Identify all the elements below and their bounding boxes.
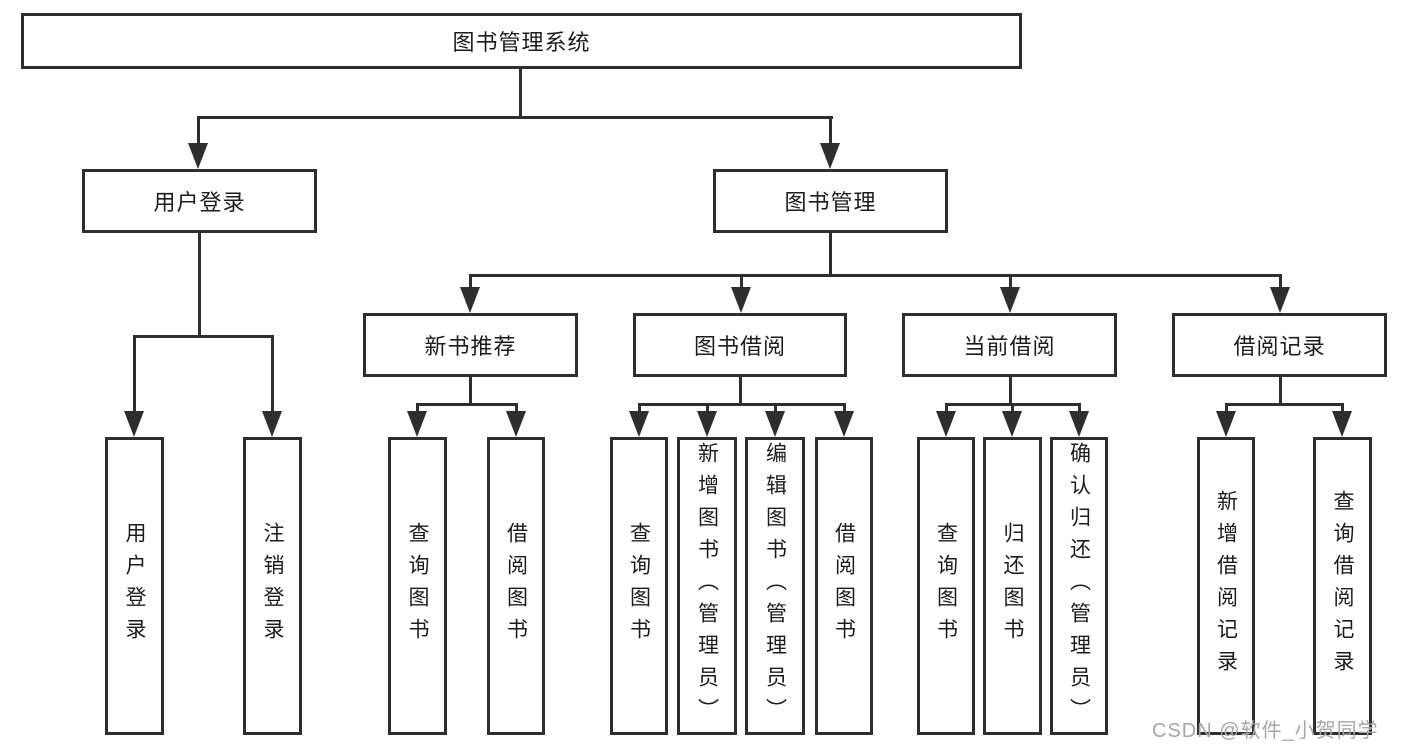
leaf-confirm-return-admin: 确认归还（管理员） [1050,437,1108,735]
arrowhead [820,143,840,169]
arrowhead [834,411,854,437]
node-book-borrowing: 图书借阅 [633,313,847,377]
edge-line [133,335,274,338]
edge-line [1225,403,1228,417]
arrowhead [188,143,208,169]
leaf-borrow-books-recommend: 借阅图书 [487,437,545,735]
node-root: 图书管理系统 [21,13,1022,69]
leaf-query-borrow-record: 查询借阅记录 [1313,437,1372,735]
edge-line [1011,403,1014,417]
arrowhead [936,411,956,437]
edge-line [271,335,274,420]
edge-line [198,233,201,338]
edge-line [1279,377,1282,406]
arrowhead [407,411,427,437]
arrowhead [1002,411,1022,437]
edge-line [1341,403,1344,417]
arrowhead [506,411,526,437]
arrowhead [262,411,282,437]
csdn-watermark: CSDN @软件_小贺同学 [1152,720,1379,742]
leaf-return-books: 归还图书 [983,437,1042,735]
edge-line [519,68,522,118]
leaf-query-books-current: 查询图书 [917,437,975,735]
edge-line [197,116,833,119]
arrowhead [629,411,649,437]
arrowhead [1332,411,1352,437]
arrowhead [460,287,480,313]
edge-line [197,116,200,150]
edge-line [829,116,832,150]
edge-line [416,403,518,406]
arrowhead [124,411,144,437]
edge-line [843,403,846,417]
arrowhead [1270,287,1290,313]
node-user-login: 用户登录 [82,169,317,233]
node-book-management: 图书管理 [713,169,948,233]
arrowhead [765,411,785,437]
node-current-borrowing: 当前借阅 [902,313,1117,377]
node-borrowing-records: 借阅记录 [1172,313,1387,377]
arrowhead [1216,411,1236,437]
edge-line [1078,403,1081,417]
edge-line [739,377,742,406]
edge-line [1279,274,1282,294]
edge-line [706,403,709,417]
edge-line [469,274,1282,277]
edge-line [638,403,641,417]
edge-line [740,274,743,294]
edge-line [638,403,846,406]
leaf-borrow-books-borrowing: 借阅图书 [815,437,873,735]
leaf-logout: 注销登录 [243,437,302,735]
edge-line [829,233,832,277]
leaf-user-login: 用户登录 [105,437,164,735]
edge-line [945,403,948,417]
edge-line [469,274,472,294]
edge-line [469,377,472,406]
edge-line [416,403,419,417]
arrowhead [731,287,751,313]
leaf-add-borrow-record: 新增借阅记录 [1197,437,1255,735]
leaf-query-books-recommend: 查询图书 [388,437,447,735]
node-new-book-recommend: 新书推荐 [363,313,578,377]
arrowhead [697,411,717,437]
arrowhead [1069,411,1089,437]
edge-line [774,403,777,417]
edge-line [1009,274,1012,294]
leaf-query-books-borrowing: 查询图书 [610,437,668,735]
arrowhead [1000,287,1020,313]
edge-line [1225,403,1344,406]
edge-line [133,335,136,420]
leaf-edit-book-admin: 编辑图书（管理员） [745,437,805,735]
edge-line [1009,377,1012,406]
leaf-add-book-admin: 新增图书（管理员） [677,437,737,735]
edge-line [515,403,518,417]
